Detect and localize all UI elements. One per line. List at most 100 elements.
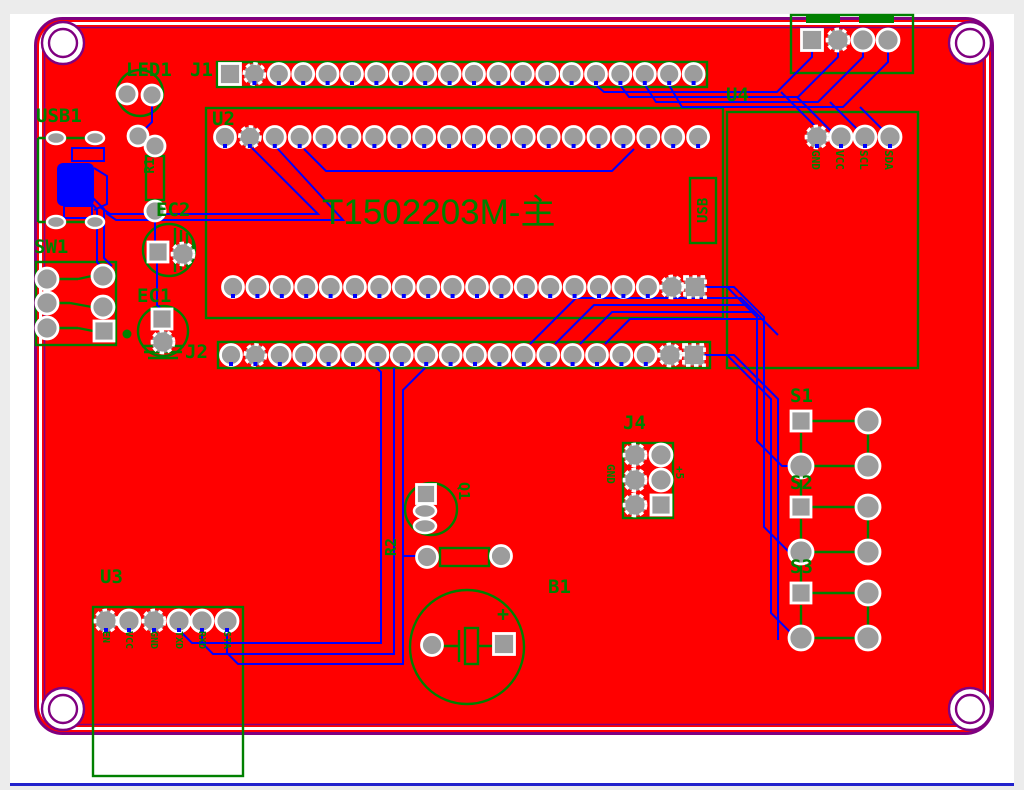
pad-square[interactable]: [789, 581, 813, 605]
silk-graphic: [47, 693, 79, 725]
pad-square[interactable]: [789, 495, 813, 519]
copper-trace: [668, 52, 889, 108]
silk-graphic: [93, 167, 108, 211]
pad-round[interactable]: [787, 452, 815, 480]
pad-square[interactable]: [150, 307, 174, 331]
pad-round[interactable]: [90, 263, 116, 289]
pad-connect-tick: [399, 362, 404, 366]
pad-round-crossed[interactable]: [825, 27, 851, 53]
pad-square[interactable]: [415, 483, 437, 505]
pad-connect-tick: [397, 144, 402, 148]
silk-graphic: [39, 22, 989, 730]
pad-round[interactable]: [415, 545, 439, 569]
pad-round-crossed[interactable]: [150, 329, 176, 355]
pad-round[interactable]: [34, 290, 60, 316]
b1-battery-cell: [463, 626, 480, 666]
pad-connect-tick: [200, 628, 204, 632]
pad-oval[interactable]: [412, 502, 438, 520]
pad-round[interactable]: [489, 544, 513, 568]
pad-connect-tick: [225, 628, 229, 632]
pad-round[interactable]: [648, 442, 674, 468]
pad-round-crossed[interactable]: [622, 442, 648, 468]
u4-pin-label: GND: [809, 150, 822, 170]
pad-square[interactable]: [789, 409, 813, 433]
pad-square-crossed[interactable]: [682, 343, 706, 367]
pad-round[interactable]: [854, 624, 882, 652]
pad-connect-tick: [350, 81, 354, 85]
pad-square[interactable]: [800, 28, 824, 52]
pad-round-crossed[interactable]: [659, 274, 685, 300]
pad-connect-tick: [450, 294, 455, 298]
pad-connect-tick: [521, 362, 526, 366]
pad-oval[interactable]: [45, 214, 67, 230]
pad-round-crossed[interactable]: [622, 467, 648, 493]
pad-oval[interactable]: [412, 517, 438, 535]
label-s3: S3: [790, 556, 813, 578]
pad-round[interactable]: [648, 467, 674, 493]
copper-trace: [92, 197, 113, 267]
pad-round-crossed[interactable]: [657, 342, 683, 368]
pad-round[interactable]: [90, 294, 116, 320]
mounting-hole: [947, 686, 993, 732]
pad-connect-tick: [448, 362, 453, 366]
pad-connect-tick: [643, 362, 648, 366]
pad-round[interactable]: [854, 452, 882, 480]
usb-box-outline: [688, 176, 718, 245]
copper-trace: [303, 148, 635, 172]
pad-connect-tick: [272, 144, 277, 148]
pad-round-crossed[interactable]: [622, 492, 648, 518]
pad-round[interactable]: [115, 82, 139, 106]
pad-round[interactable]: [854, 407, 882, 435]
pad-square[interactable]: [492, 632, 516, 656]
copper-trace: [226, 367, 426, 665]
pad-square-crossed[interactable]: [683, 275, 707, 299]
pad-round[interactable]: [787, 624, 815, 652]
label-u4: U4: [726, 84, 749, 106]
pad-connect-tick: [177, 628, 181, 632]
pad-connect-tick: [302, 362, 307, 366]
pad-round[interactable]: [787, 538, 815, 566]
pad-round[interactable]: [854, 538, 882, 566]
pad-connect-tick: [642, 81, 647, 85]
pad-connect-tick: [127, 628, 131, 632]
pad-connect-tick: [621, 144, 626, 148]
pad-round[interactable]: [140, 83, 164, 107]
ec2-circle: [141, 222, 197, 278]
pad-round[interactable]: [34, 266, 60, 292]
pad-oval[interactable]: [84, 130, 106, 146]
pad-round[interactable]: [143, 199, 167, 223]
label-j1: J1: [190, 59, 213, 81]
pad-round[interactable]: [854, 579, 882, 607]
pad-square[interactable]: [92, 319, 116, 343]
pad-round[interactable]: [420, 633, 444, 657]
pad-square[interactable]: [649, 493, 673, 517]
pad-oval[interactable]: [45, 130, 67, 146]
pad-round[interactable]: [34, 315, 60, 341]
pad-round[interactable]: [126, 124, 150, 148]
pad-square[interactable]: [146, 240, 170, 264]
pad-connect-tick: [297, 144, 302, 148]
pad-connect-tick: [447, 144, 452, 148]
pad-connect-tick: [597, 294, 601, 298]
pad-round[interactable]: [850, 27, 876, 53]
copper-trace: [604, 318, 779, 345]
pad-connect-tick: [548, 294, 553, 298]
usb1-silk: [36, 136, 85, 224]
pad-connect-tick: [152, 628, 156, 632]
label-usb1: USB1: [36, 105, 82, 127]
pad-round-crossed[interactable]: [170, 241, 196, 267]
usb1-connector-body[interactable]: [57, 147, 108, 219]
pad-connect-tick: [570, 362, 575, 366]
pad-round[interactable]: [875, 27, 901, 53]
pad-round[interactable]: [854, 493, 882, 521]
pad-connect-tick: [353, 294, 357, 298]
pad-oval[interactable]: [84, 214, 106, 230]
pad-connect-tick: [301, 81, 306, 85]
pad-square[interactable]: [218, 62, 242, 86]
pad-connect-tick: [496, 144, 501, 148]
pad-connect-tick: [104, 628, 108, 632]
pad-round[interactable]: [143, 134, 167, 158]
pad-connect-tick: [546, 144, 551, 148]
